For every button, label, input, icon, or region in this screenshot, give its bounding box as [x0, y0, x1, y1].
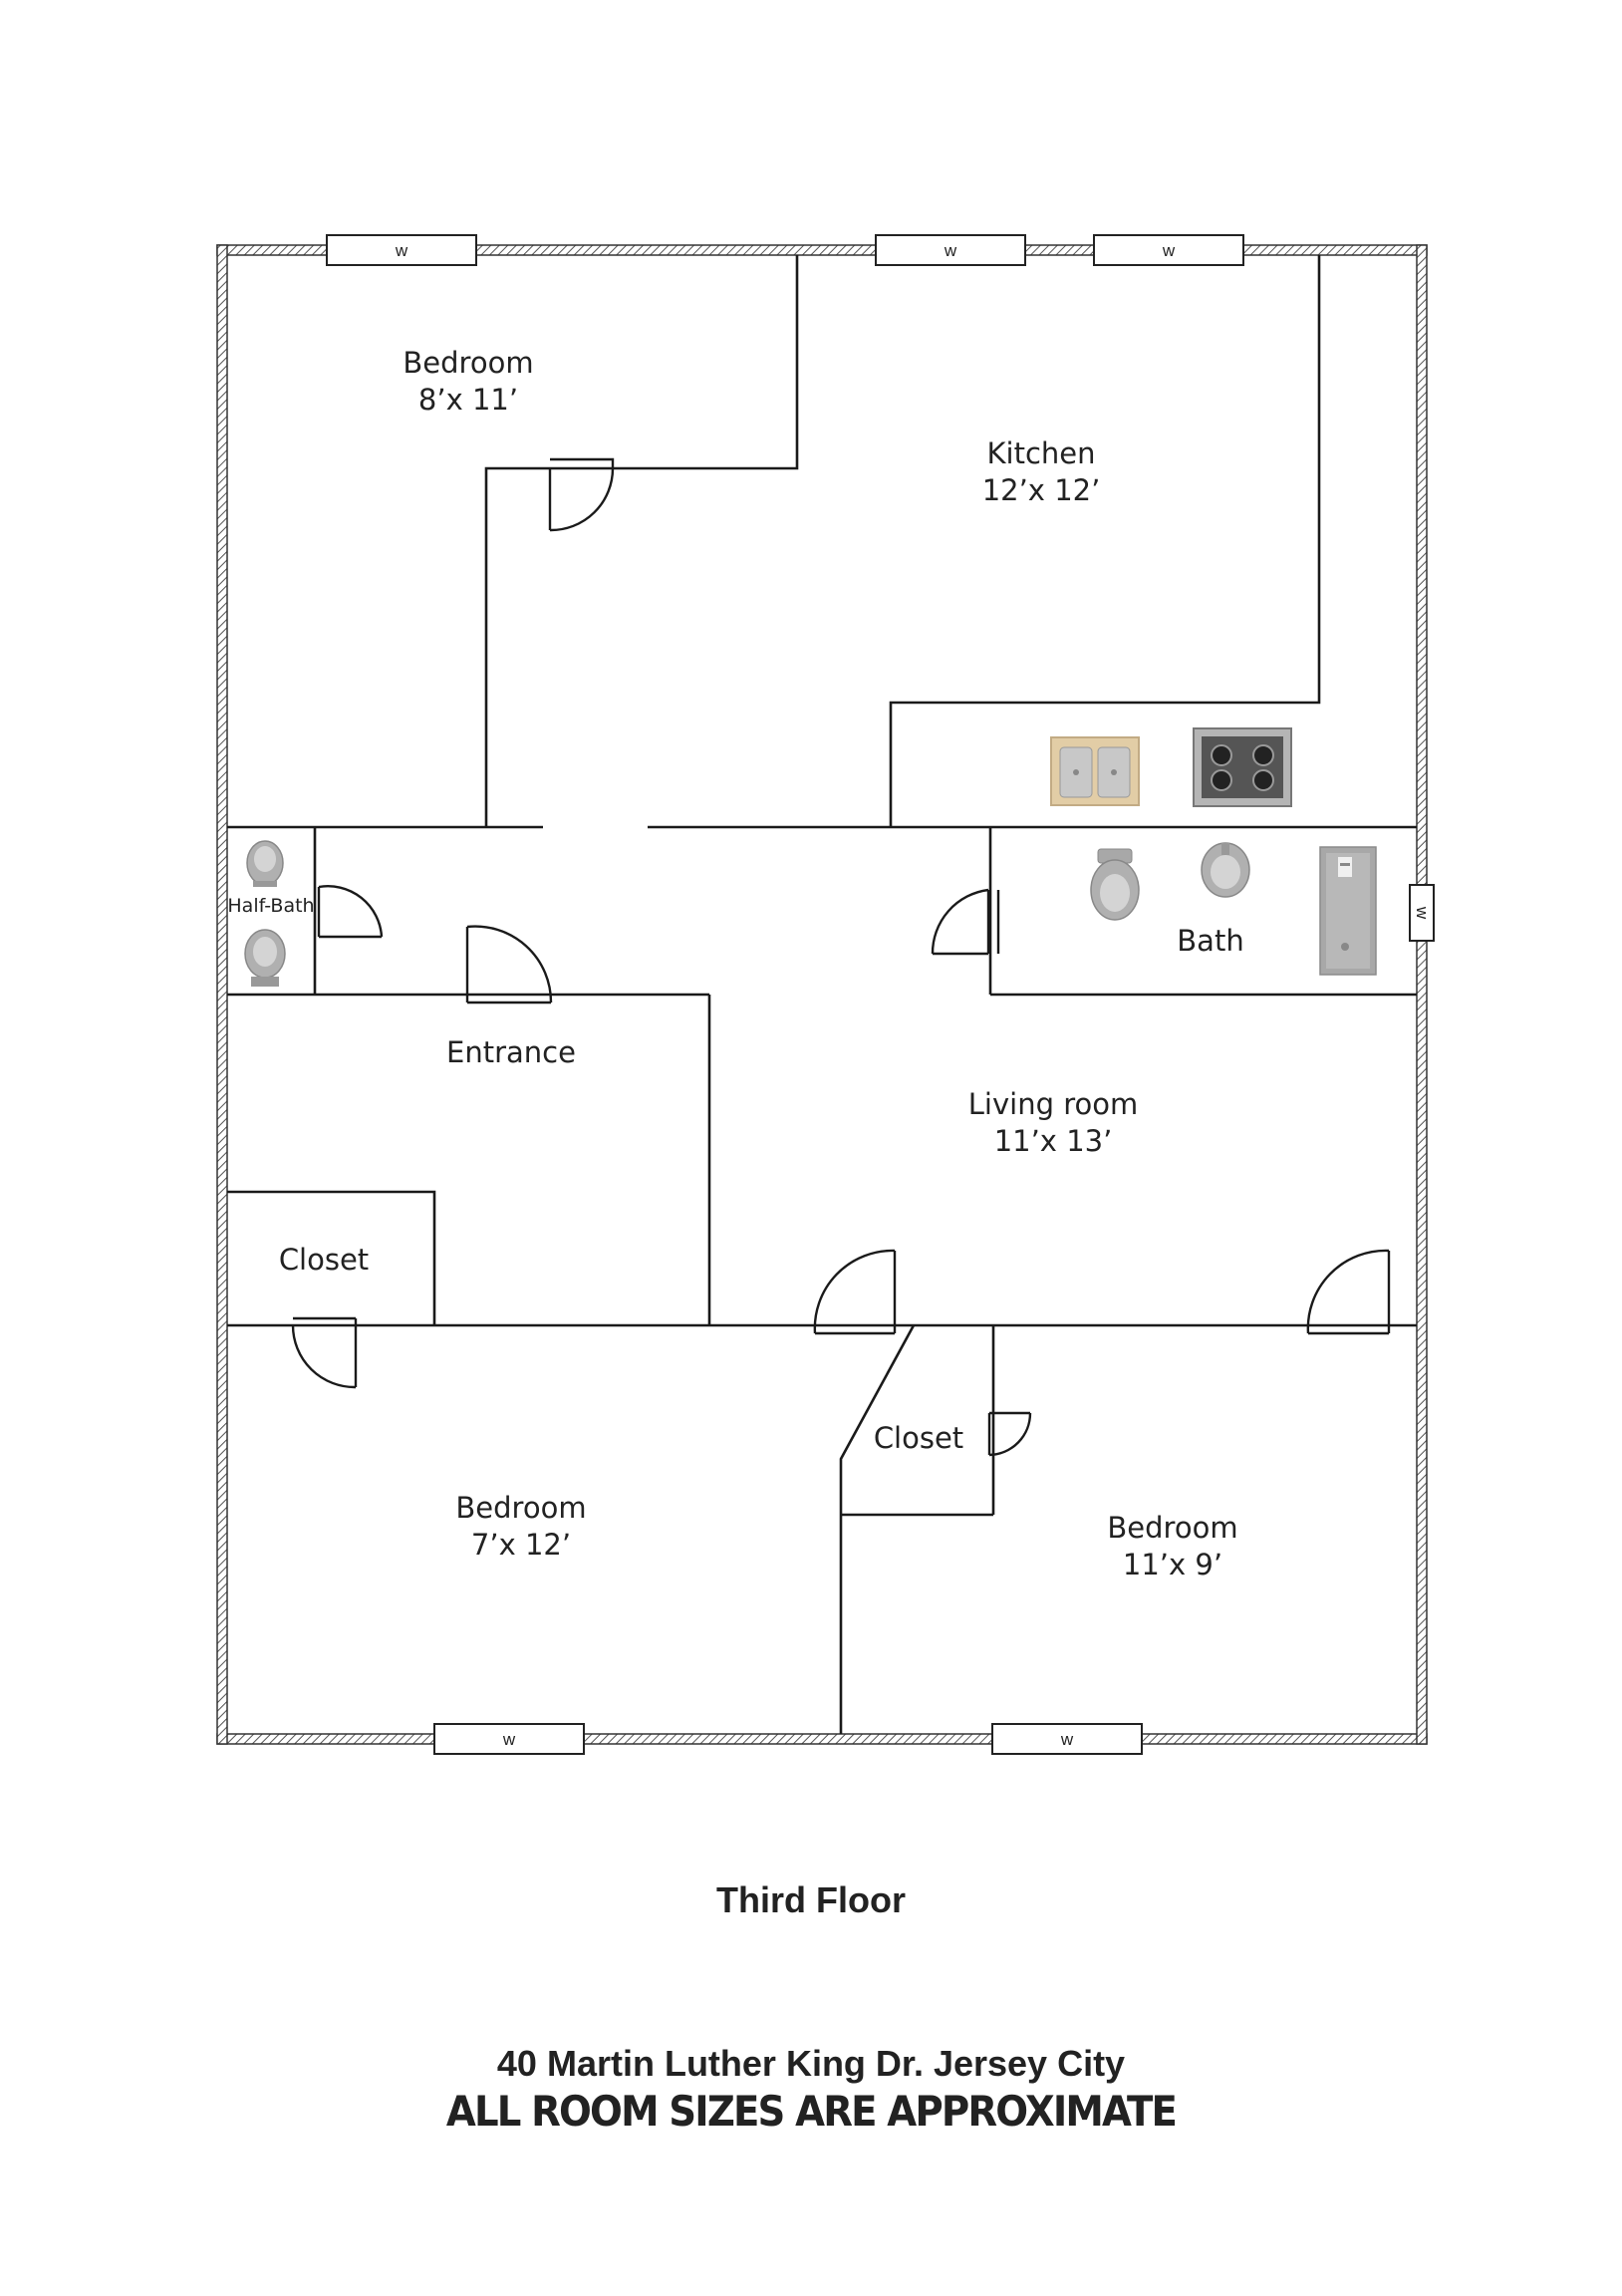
room-name-closet-left: Closet: [279, 1243, 369, 1277]
kitchen-sink-icon: [1050, 736, 1140, 806]
room-name-bedroom-bottom-left: Bedroom: [455, 1491, 586, 1525]
room-name-closet-center: Closet: [874, 1421, 963, 1455]
door-living-right: [1306, 1249, 1391, 1335]
floor-title: Third Floor: [716, 1879, 906, 1920]
window-top-middle: w: [875, 234, 1026, 266]
window-right-bath: w: [1409, 884, 1435, 942]
bathtub-icon: [1319, 846, 1377, 976]
address: 40 Martin Luther King Dr. Jersey City: [496, 2043, 1126, 2084]
interior-walls: [227, 255, 1417, 1734]
window-bottom-right: w: [991, 1723, 1143, 1755]
window-top-right: w: [1093, 234, 1244, 266]
door-bath: [931, 888, 1000, 956]
svg-text:w: w: [1060, 1730, 1074, 1749]
disclaimer: ALL ROOM SIZES ARE APPROXIMATE: [445, 2087, 1178, 2136]
room-labels: Bedroom 8’x 11’ Kitchen 12’x 12’ Half-Ba…: [227, 346, 1243, 1581]
room-name-bedroom-top: Bedroom: [403, 346, 533, 380]
room-name-half-bath: Half-Bath: [227, 895, 314, 917]
doors: [291, 457, 1391, 1457]
sink-icon: [244, 929, 286, 987]
room-size-kitchen: 12’x 12’: [982, 473, 1101, 507]
svg-text:w: w: [395, 241, 408, 260]
svg-text:w: w: [502, 1730, 516, 1749]
toilet-icon: [246, 840, 284, 887]
room-name-living-room: Living room: [968, 1087, 1138, 1121]
svg-text:w: w: [944, 241, 957, 260]
fixtures: [244, 727, 1377, 987]
room-size-bedroom-top: 8’x 11’: [418, 383, 518, 417]
door-closet-left: [291, 1316, 358, 1389]
room-name-bedroom-bottom-right: Bedroom: [1107, 1511, 1237, 1545]
stove-icon: [1193, 727, 1292, 807]
door-closet-center: [987, 1411, 1032, 1457]
door-half-bath: [317, 885, 384, 939]
room-size-bedroom-bottom-left: 7’x 12’: [471, 1528, 571, 1562]
door-entrance: [465, 925, 553, 1004]
room-size-living-room: 11’x 13’: [994, 1124, 1113, 1158]
window-top-left: w: [326, 234, 477, 266]
svg-text:w: w: [1413, 906, 1432, 920]
room-name-bath: Bath: [1177, 924, 1243, 958]
door-living-left: [813, 1249, 897, 1335]
toilet-icon: [1090, 848, 1140, 921]
room-size-bedroom-bottom-right: 11’x 9’: [1123, 1548, 1222, 1581]
windows: w w w w w w: [326, 234, 1435, 1755]
room-name-entrance: Entrance: [446, 1035, 576, 1069]
room-name-kitchen: Kitchen: [987, 436, 1096, 470]
svg-text:w: w: [1162, 241, 1176, 260]
sink-icon: [1201, 842, 1250, 898]
window-bottom-left: w: [433, 1723, 585, 1755]
door-bedroom-top: [548, 457, 615, 532]
